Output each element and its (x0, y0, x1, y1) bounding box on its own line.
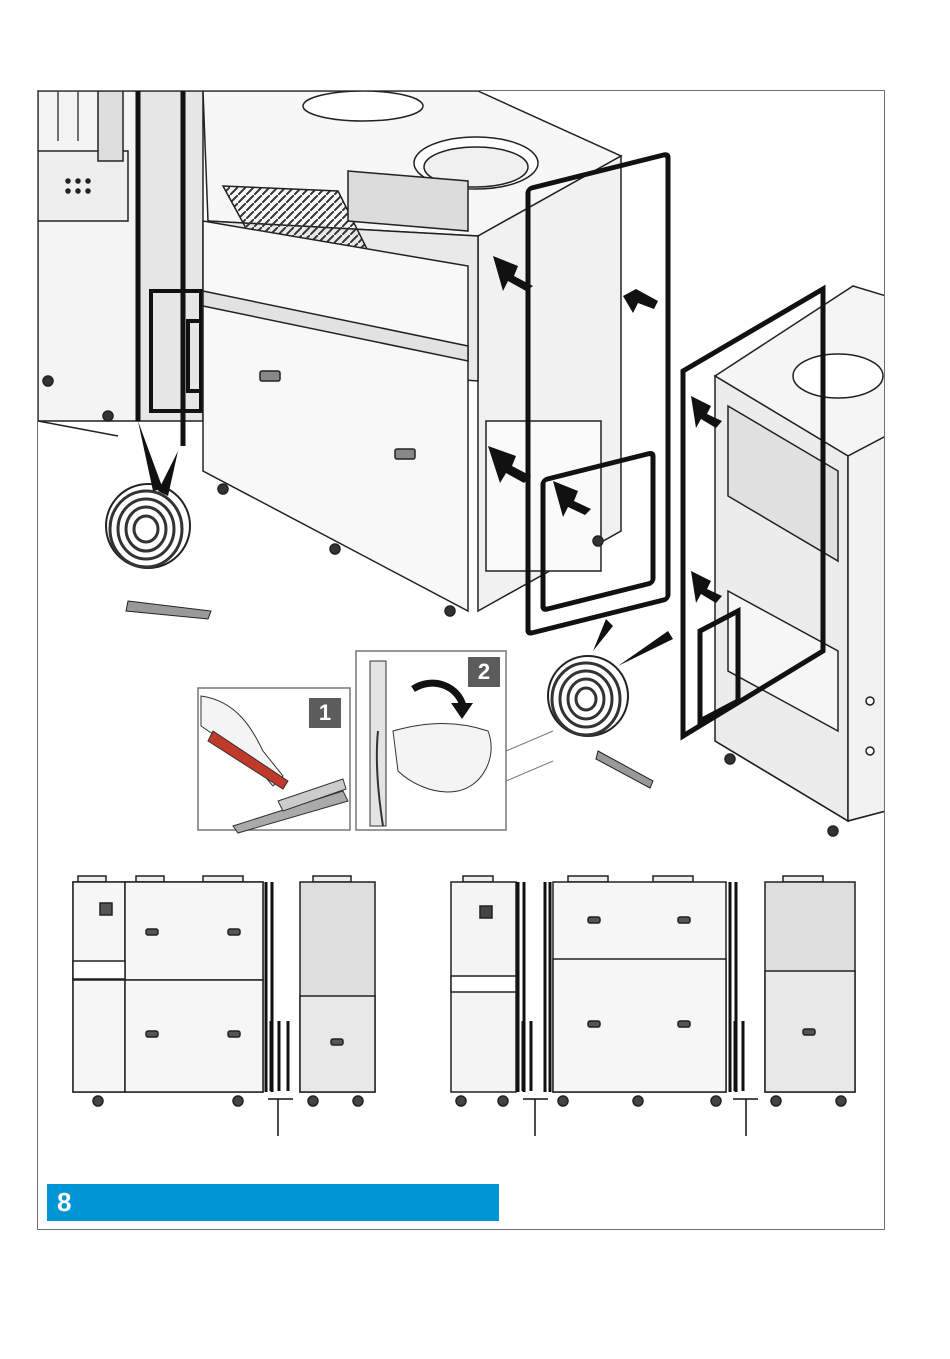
step-2-inset (356, 651, 553, 830)
center-unit-drawing (203, 91, 621, 616)
illustration-frame: 1 2 (37, 90, 885, 1230)
step-badge-1: 1 (309, 698, 341, 728)
figure-number: 8 (57, 1187, 71, 1217)
tape-roll-icon-2 (548, 619, 673, 788)
tape-roll-icon (106, 421, 211, 619)
figure-number-bar: 8 (47, 1184, 499, 1221)
right-unit-drawing (715, 286, 885, 836)
left-unit-drawing (38, 91, 203, 436)
elevation-view-right (451, 876, 855, 1136)
elevation-view-left (73, 876, 375, 1136)
step-badge-2: 2 (468, 657, 500, 687)
assembly-illustration (38, 91, 885, 1230)
